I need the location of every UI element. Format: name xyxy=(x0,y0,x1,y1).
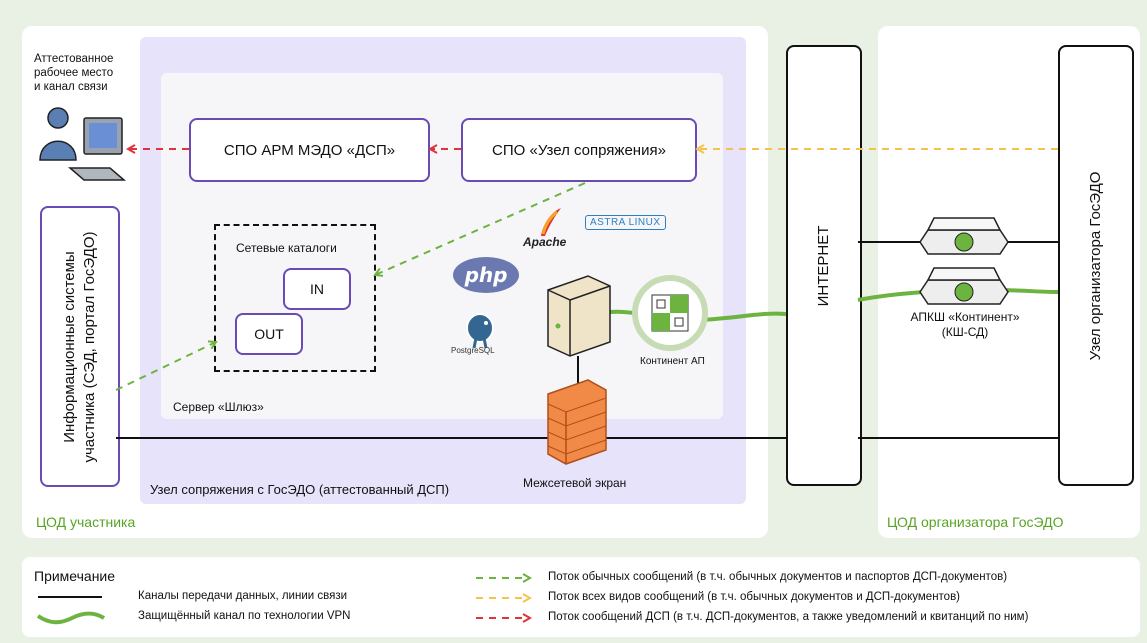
in-folder-box: IN xyxy=(283,268,351,310)
spo-arm-box: СПО АРМ МЭДО «ДСП» xyxy=(189,118,430,182)
legend-flow-label-green: Поток обычных сообщений (в т.ч. обычных … xyxy=(548,571,1008,583)
postgresql-logo: PostgreSQL xyxy=(450,310,510,360)
network-catalogs-box xyxy=(214,224,376,372)
continent-ap-icon xyxy=(632,275,708,351)
legend-flow-label-yellow: Поток всех видов сообщений (в т.ч. обычн… xyxy=(548,591,961,603)
firewall-icon xyxy=(547,379,607,465)
legend-panel xyxy=(22,557,1140,637)
network-catalogs-title: Сетевые каталоги xyxy=(236,241,337,255)
firewall-label: Межсетевой экран xyxy=(523,476,627,490)
spo-uzel-box: СПО «Узел сопряжения» xyxy=(461,118,697,182)
workstation-icon xyxy=(39,107,127,181)
info-systems-box: Информационные системы участника (СЭД, п… xyxy=(40,206,120,487)
gateway-server-label: Сервер «Шлюз» xyxy=(173,400,264,414)
out-folder-label: OUT xyxy=(254,326,284,342)
legend-swatch-vpn xyxy=(36,611,106,625)
legend-line-label-vpn: Защищённый канал по технологии VPN xyxy=(138,610,351,622)
out-folder-box: OUT xyxy=(235,313,303,355)
legend-title: Примечание xyxy=(34,568,116,584)
organizer-dc-label: ЦОД организатора ГосЭДО xyxy=(887,514,1064,530)
apache-feather-icon xyxy=(541,208,561,236)
php-label: php xyxy=(464,263,508,287)
astra-linux-logo: ASTRA LINUX xyxy=(585,215,666,230)
organizer-node-box: Узел организатора ГосЭДО xyxy=(1058,45,1134,486)
green-flow-info-to-catalogs xyxy=(115,342,216,391)
workstation-label: Аттестованное рабочее место и канал связ… xyxy=(34,53,114,93)
gateway-node-label: Узел сопряжения с ГосЭДО (аттестованный … xyxy=(150,482,450,497)
in-folder-label: IN xyxy=(310,281,324,297)
participant-dc-label: ЦОД участника xyxy=(36,514,136,530)
spo-uzel-label: СПО «Узел сопряжения» xyxy=(492,141,666,159)
legend-flow-label-red: Поток сообщений ДСП (в т.ч. ДСП-документ… xyxy=(548,611,1029,623)
apksh-label: АПКШ «Континент» (КШ-СД) xyxy=(910,310,1020,339)
server-icon xyxy=(547,275,611,357)
php-logo: php xyxy=(453,257,519,293)
postgres-elephant-icon xyxy=(466,313,494,349)
postgres-label: PostgreSQL xyxy=(451,346,495,355)
apksh-device-top xyxy=(919,217,1009,255)
internet-box: ИНТЕРНЕТ xyxy=(786,45,862,486)
apache-logo: Apache xyxy=(521,206,573,252)
continent-ap-label: Континент АП xyxy=(640,356,705,367)
spo-arm-label: СПО АРМ МЭДО «ДСП» xyxy=(223,141,396,159)
apksh-device-bottom xyxy=(919,267,1009,305)
apache-label: Apache xyxy=(523,235,567,249)
legend-line-label-data: Каналы передачи данных, линии связи xyxy=(138,590,348,602)
